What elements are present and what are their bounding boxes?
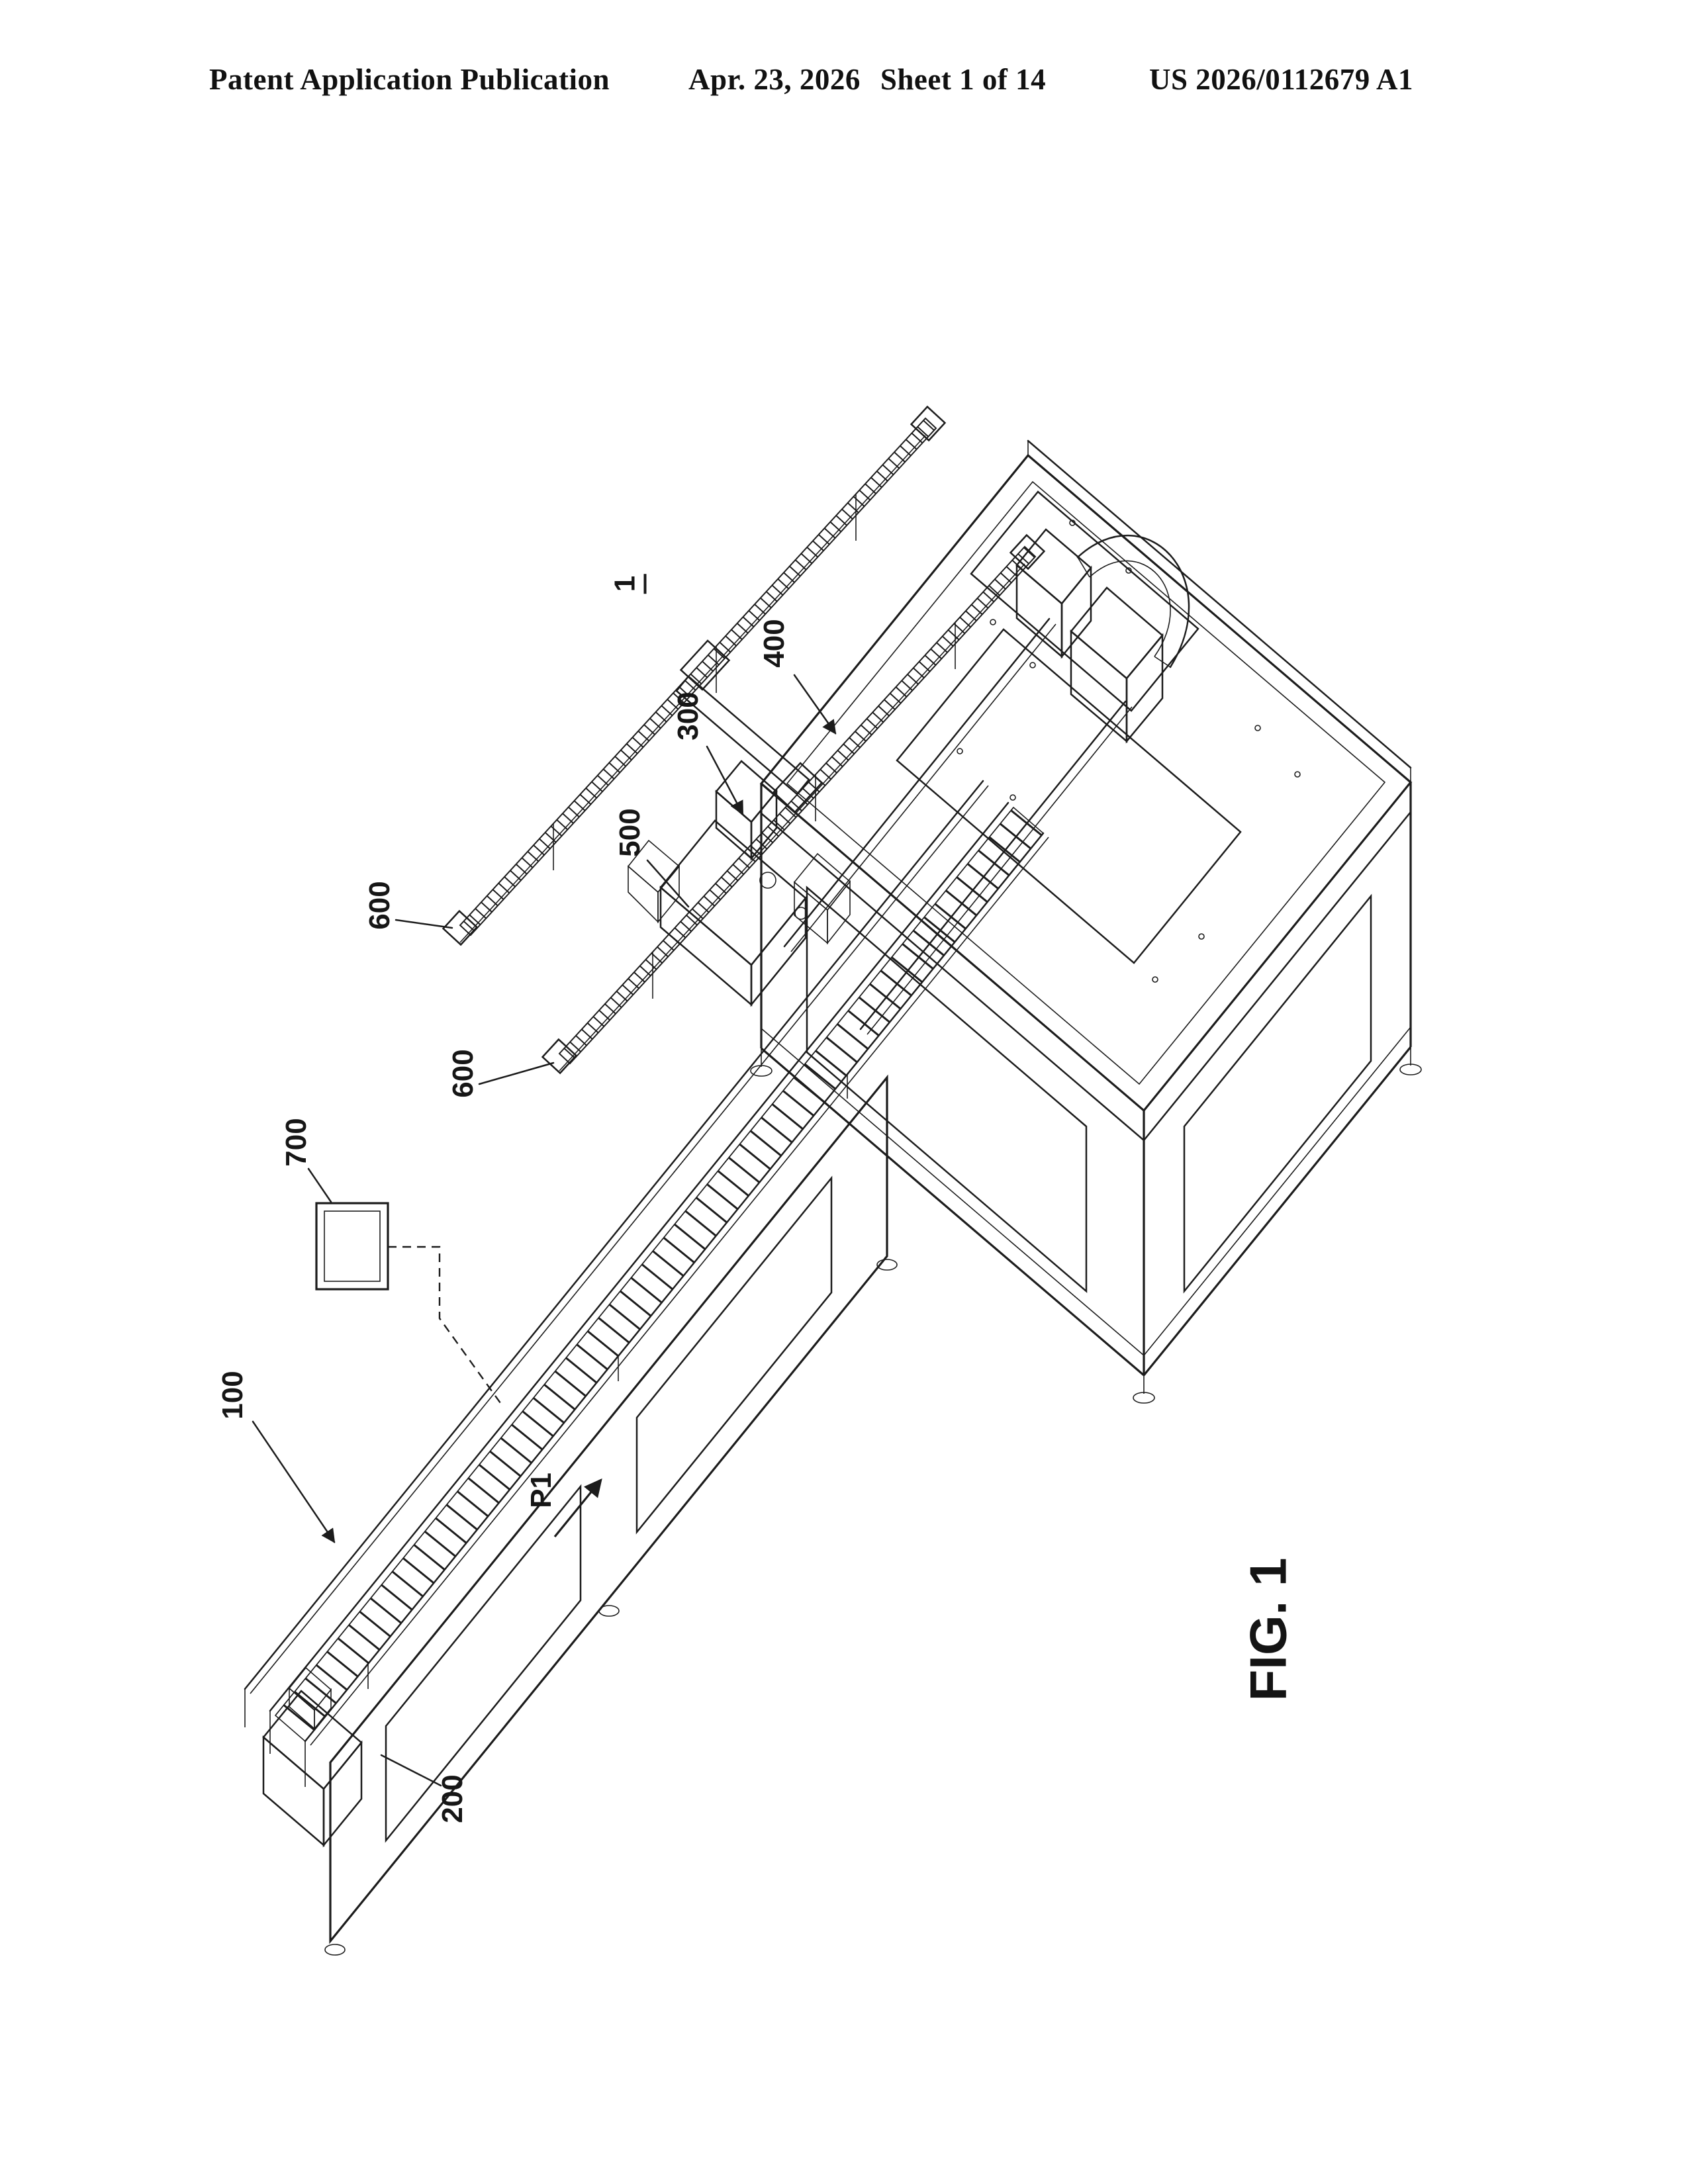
gantry-carriage-crossbeam <box>675 639 823 813</box>
gantry-rail-600-upper <box>442 405 947 946</box>
robot-unit-400 <box>783 490 1199 1035</box>
ref-numeral-1-overall: 1 <box>608 573 647 594</box>
header-sheet-number: Sheet 1 of 14 <box>880 63 1047 96</box>
table-side-panels <box>806 886 1372 1294</box>
ref-numeral-200: 200 <box>436 1774 469 1823</box>
tabletop-mounting-holes <box>957 520 1301 983</box>
gantry-rail-600-lower <box>541 533 1046 1075</box>
header-date: Apr. 23, 2026 <box>688 63 861 96</box>
header-date-sheet: Apr. 23, 2026 Sheet 1 of 14 <box>688 62 1046 97</box>
controller-connection-dashed-line <box>388 1246 501 1404</box>
ref-numeral-300: 300 <box>672 692 704 741</box>
conveyor-frame-opening <box>385 1484 582 1843</box>
tabletop-opening <box>896 628 1242 964</box>
machine-table-frame <box>759 439 1413 1377</box>
ref-numeral-100: 100 <box>216 1371 249 1420</box>
conveyor-support-frame <box>324 1074 898 1956</box>
conveyor-frame-opening <box>635 1175 833 1535</box>
ref-numeral-600-lower: 600 <box>447 1049 479 1098</box>
ref-numeral-400: 400 <box>758 619 790 668</box>
ref-numeral-500: 500 <box>614 808 646 857</box>
stage-assembly-500 <box>627 819 808 1007</box>
ref-numeral-700: 700 <box>280 1118 312 1167</box>
header-publication-number: US 2026/0112679 A1 <box>1149 63 1414 96</box>
ref-numeral-600-upper: 600 <box>363 881 396 930</box>
figure-caption: FIG. 1 <box>1239 1557 1297 1702</box>
process-head-300 <box>715 760 851 945</box>
festoon-cable-loop <box>1076 535 1190 668</box>
header-publication-type: Patent Application Publication <box>209 63 610 96</box>
controller-700-box <box>315 1202 389 1291</box>
leader-lines <box>252 674 837 1787</box>
conveyor-rails <box>244 780 1049 1787</box>
table-leveling-feet <box>750 1047 1422 1404</box>
ref-label-p1-direction: P1 <box>525 1473 557 1508</box>
end-unit-200 <box>262 1666 363 1848</box>
direction-arrow-p1 <box>553 1478 602 1538</box>
